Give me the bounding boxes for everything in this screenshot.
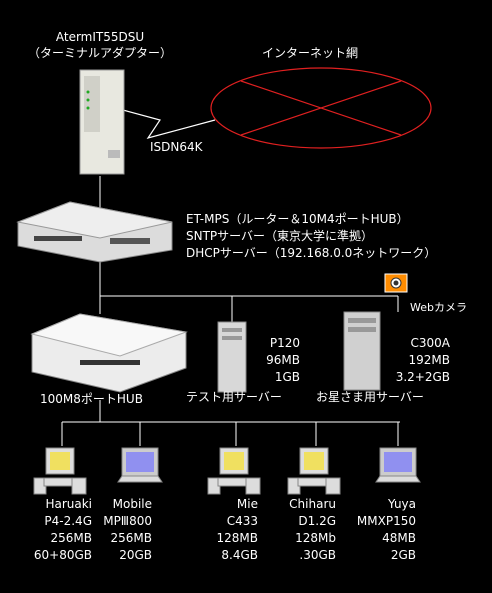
test-server-name: P120: [269, 336, 300, 350]
guest-server-tower: [343, 311, 381, 391]
pc-cpu-3: D1.2G: [298, 514, 336, 528]
pc-ram-0: 256MB: [50, 531, 93, 545]
pc-icon-2: [207, 447, 261, 495]
pc-name-4: Yuya: [387, 497, 416, 511]
ta-model-label: AtermIT55DSU: [55, 30, 145, 44]
pc-cpu-1: MPⅢ800: [103, 514, 152, 528]
pc-name-0: Haruaki: [45, 497, 92, 511]
pc-disk-0: 60+80GB: [33, 548, 92, 562]
webcam-device: [384, 273, 408, 293]
guest-server-ram: 192MB: [408, 353, 451, 367]
pc-disk-1: 20GB: [119, 548, 152, 562]
pc-icon-4: [375, 447, 421, 483]
test-server-role: テスト用サーバー: [186, 390, 282, 404]
webcam-label: Webカメラ: [410, 301, 467, 314]
router-line3: DHCPサーバー（192.168.0.0ネットワーク）: [186, 246, 437, 260]
internet-cloud: [210, 67, 432, 149]
ta-desc-label: （ターミナルアダプター）: [27, 46, 172, 60]
pc-name-1: Mobile: [112, 497, 152, 511]
pc-disk-4: 2GB: [390, 548, 416, 562]
terminal-adapter-device: [79, 69, 125, 175]
hub-label: 100M8ポートHUB: [40, 392, 143, 406]
guest-server-disk: 3.2+2GB: [395, 370, 450, 384]
pc-ram-1: 256MB: [110, 531, 153, 545]
pc-disk-3: .30GB: [299, 548, 336, 562]
isdn-link: [122, 109, 216, 139]
test-server-ram: 96MB: [266, 353, 300, 367]
guest-server-role: お星さま用サーバー: [316, 390, 424, 404]
pc-icon-0: [33, 447, 87, 495]
router-line2: SNTPサーバー（東京大学に準拠）: [186, 229, 374, 243]
pc-cpu-4: MMXP150: [356, 514, 416, 528]
pc-cpu-0: P4-2.4G: [44, 514, 92, 528]
internet-label: インターネット網: [262, 46, 359, 60]
pc-name-3: Chiharu: [289, 497, 336, 511]
pc-disk-2: 8.4GB: [221, 548, 258, 562]
isdn-label: ISDN64K: [150, 140, 203, 154]
pc-ram-2: 128MB: [216, 531, 259, 545]
internet-cross-b: [240, 80, 402, 136]
pc-cpu-2: C433: [226, 514, 258, 528]
hub-device: [30, 313, 188, 393]
guest-server-name: C300A: [410, 336, 451, 350]
router-device: [16, 201, 173, 263]
test-server-disk: 1GB: [274, 370, 300, 384]
router-line1: ET-MPS（ルーター＆10M4ポートHUB）: [186, 212, 409, 226]
pc-name-2: Mie: [236, 497, 258, 511]
pc-icon-1: [117, 447, 163, 483]
pc-ram-4: 48MB: [382, 531, 416, 545]
pc-icon-3: [287, 447, 341, 495]
pc-ram-3: 128Mb: [295, 531, 336, 545]
test-server-tower: [217, 321, 247, 393]
